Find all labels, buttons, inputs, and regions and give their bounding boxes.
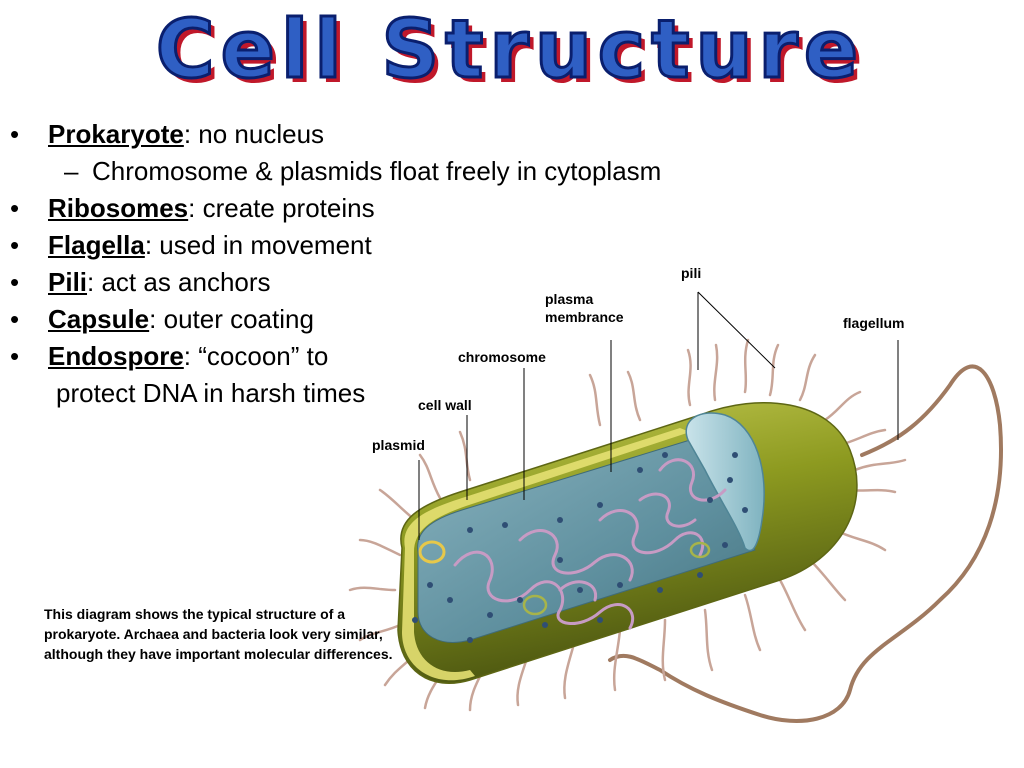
- bullet-endospore: • Endospore: “cocoon” to: [8, 338, 448, 375]
- bullet-ribosomes: • Ribosomes: create proteins: [8, 190, 448, 227]
- plasmid-ring: [418, 540, 446, 564]
- def-endospore-continued: protect DNA in harsh times: [56, 378, 366, 408]
- bullet-dot: •: [10, 341, 20, 371]
- bullet-dot: •: [10, 304, 20, 334]
- bullet-dot: •: [10, 230, 20, 260]
- label-flagellum: flagellum: [843, 315, 905, 331]
- ribosome-dots: [412, 452, 748, 643]
- def-pili: : act as anchors: [87, 267, 271, 297]
- term-pili: Pili: [48, 267, 88, 297]
- term-endospore: Endospore: [48, 341, 184, 371]
- bullet-endospore-continued: protect DNA in harsh times: [8, 375, 448, 412]
- title-text: Cell Structure: [156, 3, 864, 96]
- bullet-prokaryote: • Prokaryote: no nucleus: [8, 116, 448, 153]
- label-plasma-line2: membrance: [545, 309, 624, 325]
- bullet-capsule: • Capsule: outer coating: [8, 301, 448, 338]
- term-ribosomes: Ribosomes: [48, 193, 189, 223]
- pili-strands: [348, 338, 907, 712]
- def-endospore: : “cocoon” to: [183, 341, 329, 371]
- leader-pili: [697, 291, 776, 370]
- sub-chromosome-text: Chromosome & plasmids float freely in cy…: [92, 156, 662, 186]
- plasmid-ring-2: [522, 594, 548, 616]
- label-cell-wall: cell wall: [418, 397, 472, 413]
- label-plasma-membrane: plasma membrance: [545, 290, 624, 326]
- bullet-pili: • Pili: act as anchors: [8, 264, 448, 301]
- cytoplasm-cutaway: [417, 439, 756, 643]
- bullet-flagella: • Flagella: used in movement: [8, 227, 448, 264]
- bullet-dot: •: [10, 267, 20, 297]
- def-flagella: : used in movement: [144, 230, 372, 260]
- term-prokaryote: Prokaryote: [48, 119, 184, 149]
- label-leader-lines: [418, 291, 899, 540]
- bullet-dot: •: [10, 119, 20, 149]
- flagellum-strand: [608, 364, 1003, 723]
- def-ribosomes: : create proteins: [188, 193, 375, 223]
- cell-wall-rim: [402, 428, 690, 681]
- cell-end-cross-section: [685, 412, 765, 552]
- def-capsule: : outer coating: [149, 304, 314, 334]
- sub-bullet-dash: –: [64, 156, 79, 186]
- slide-title: Cell Structure Cell Structure: [154, 2, 869, 101]
- label-plasma-line1: plasma: [545, 291, 594, 307]
- bullet-dot: •: [10, 193, 20, 223]
- term-capsule: Capsule: [48, 304, 150, 334]
- sub-bullet-chromosome: – Chromosome & plasmids float freely in …: [8, 153, 661, 190]
- plasmid-ring-3: [689, 541, 711, 559]
- term-flagella: Flagella: [48, 230, 145, 260]
- bullet-list: • Prokaryote: no nucleus – Chromosome & …: [8, 116, 661, 412]
- label-plasmid: plasmid: [372, 437, 425, 453]
- label-pili: pili: [681, 265, 702, 281]
- def-prokaryote: : no nucleus: [183, 119, 325, 149]
- diagram-caption: This diagram shows the typical structure…: [44, 606, 393, 662]
- title-shadow: Cell Structure: [161, 8, 869, 100]
- label-chromosome: chromosome: [458, 349, 546, 365]
